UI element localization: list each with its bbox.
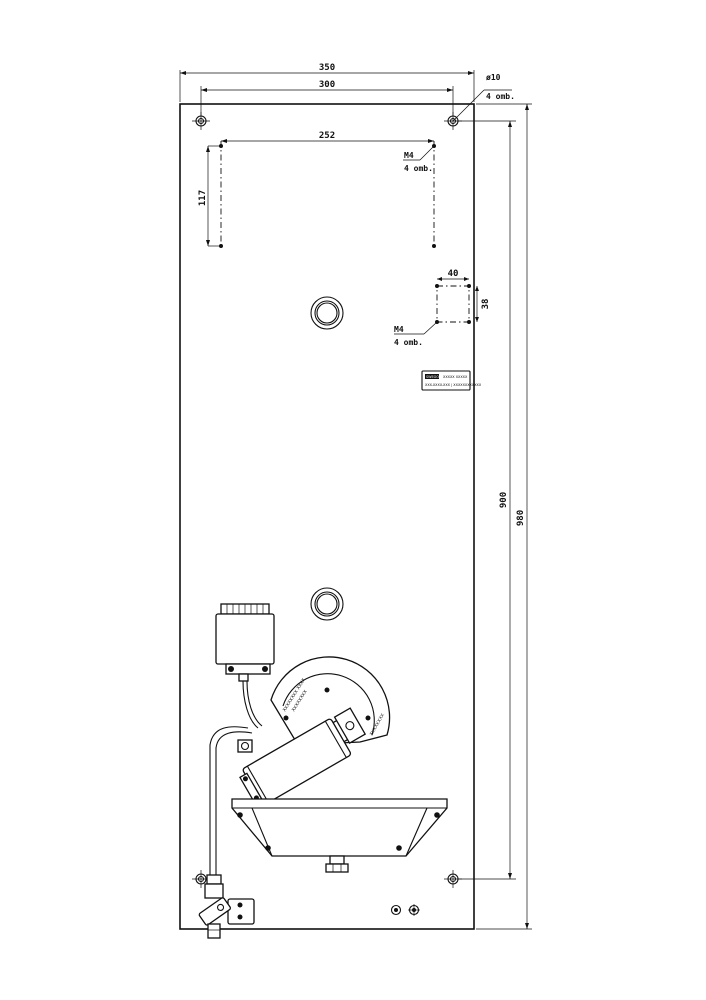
dimension-350-label: 350 [319,63,335,73]
sensor-unit-icon [215,603,275,682]
dimension-height-total: 980 [476,103,532,930]
dimension-width-total: 350 [179,63,475,102]
hole-callout: ø10 4 omb. [452,73,515,122]
label-plate: SWEGON XXXXX XXXXX XXX-XXXX-XXX | XXXXXX… [421,370,482,391]
small-hole-pattern: 40 38 [435,269,491,324]
hole-diameter-label: ø10 [486,73,501,82]
dimension-height-holes: 900 [458,120,516,880]
hole-count-label: 4 omb. [486,92,515,101]
mounting-plate [179,103,475,930]
pipe-boss-icon [310,296,344,330]
label-plate-brand: SWEGON [426,375,442,379]
collection-tray [231,798,448,873]
dimension-300-label: 300 [319,80,335,90]
dimension-252-label: 252 [319,131,335,141]
fastener-icon [408,904,420,916]
dimension-upper-spacing: 252 [221,131,434,143]
lower-thread-label: M4 [394,325,404,334]
label-plate-code: XXXXX XXXXX [443,375,468,379]
valve-icon [198,874,255,939]
dimension-980-label: 980 [516,510,526,526]
dimension-38-label: 38 [481,299,491,310]
fastener-icon [390,904,402,916]
lower-thread-callout: M4 4 omb. [394,321,438,347]
pipe-boss-icon [310,587,344,621]
dimension-900-label: 900 [499,492,509,508]
cable-gland [237,739,253,753]
dimension-width-holes: 300 [200,80,454,116]
dimension-40-label: 40 [448,269,459,279]
upper-thread-count-label: 4 omb. [404,164,433,173]
dimension-117-label: 117 [198,190,208,206]
upper-thread-label: M4 [404,151,414,160]
lower-thread-count-label: 4 omb. [394,338,423,347]
upper-thread-callout: M4 4 omb. [403,145,435,173]
mounting-hole-icon [192,112,210,130]
label-plate-serial: XXX-XXXX-XXX | XXXXXXXXXXXX [425,383,482,387]
